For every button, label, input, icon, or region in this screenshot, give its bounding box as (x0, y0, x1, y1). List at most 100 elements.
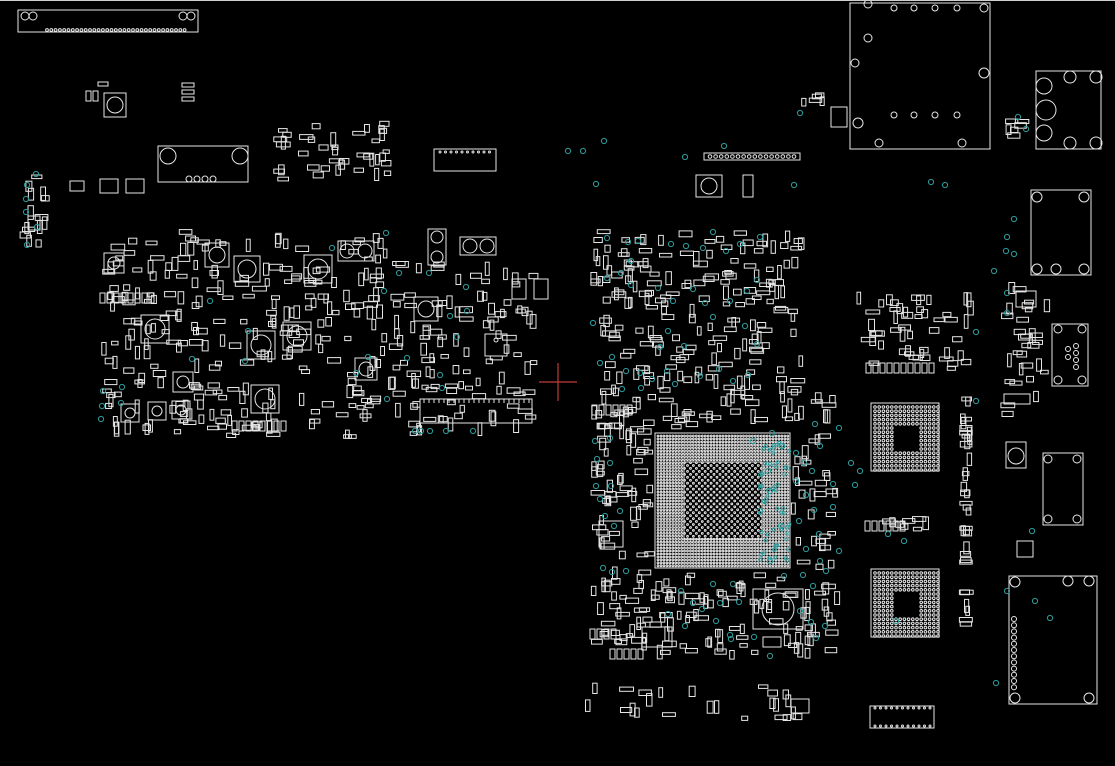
smd-part (340, 240, 346, 251)
inductor-core (358, 361, 374, 377)
connector-usb-right[interactable] (1030, 189, 1092, 276)
smd-part (702, 275, 715, 283)
connector-audio-jack[interactable] (1035, 70, 1103, 150)
bga-ball (695, 526, 698, 529)
smd-part (865, 309, 881, 315)
connector-top-left[interactable] (17, 9, 199, 33)
bga-ball (730, 461, 734, 465)
smd-part (171, 256, 179, 271)
component-crystal-center[interactable] (695, 106, 848, 198)
bga-ball (919, 625, 924, 630)
component-crystal-top[interactable] (97, 81, 127, 118)
smd-part (482, 320, 490, 329)
bga-ball (683, 558, 686, 562)
bga-ball (765, 475, 769, 479)
via (775, 460, 780, 465)
bga-ball (756, 517, 760, 520)
bga-ball (689, 458, 692, 462)
bga-ball (700, 546, 704, 550)
bga-ball (671, 502, 675, 506)
via (807, 618, 815, 626)
smd-part (283, 306, 290, 321)
smd-part (529, 314, 537, 329)
bga-ball (683, 467, 686, 470)
bga-ball (712, 546, 716, 550)
bga-ball (733, 464, 737, 467)
bga-ball (906, 588, 911, 592)
bga-ball (686, 475, 689, 479)
component-resistor-array-left[interactable] (85, 82, 195, 102)
bga-ball (877, 426, 882, 430)
bga-ball (692, 540, 695, 544)
smd-part (716, 643, 724, 652)
bga-ball (786, 461, 790, 465)
chip-cpu-bga[interactable] (654, 432, 791, 569)
bga-ball (674, 505, 678, 509)
bga-ball (727, 534, 731, 538)
bga-ball (715, 511, 719, 515)
component-large-left-cluster[interactable] (337, 228, 549, 424)
bga-ball (674, 540, 678, 544)
smd-part (736, 635, 749, 640)
bga-ball (656, 543, 660, 547)
component-ic-soic-top[interactable] (433, 148, 497, 172)
bga-ball (923, 600, 928, 605)
bga-ball (656, 514, 660, 517)
bga-ball (721, 552, 725, 556)
smd-part (1007, 132, 1021, 139)
connector-dsub-right[interactable] (1051, 323, 1089, 387)
bga-ball (706, 526, 710, 529)
smd-part (944, 316, 958, 323)
bga-ball (762, 564, 766, 568)
connector-hdmi-right[interactable] (1005, 441, 1084, 526)
crosshair-cursor-icon[interactable] (539, 363, 577, 401)
smd-part (790, 706, 796, 720)
bga-ball (742, 555, 745, 559)
smd-part (280, 324, 293, 332)
smd-part (731, 389, 746, 396)
bga-ball (697, 493, 701, 497)
bga-ball (915, 617, 919, 622)
bga-ball (674, 517, 678, 520)
smd-part (463, 347, 470, 357)
header-pin (741, 154, 746, 159)
bga-ball (915, 625, 919, 630)
bga-ball (674, 490, 678, 494)
bga-ball (751, 434, 754, 438)
smd-part (506, 403, 520, 409)
component-inductors-left[interactable] (103, 242, 439, 423)
bga-ball (751, 481, 754, 485)
bga-ball (877, 600, 882, 605)
bga-ball (742, 540, 745, 544)
bga-ball (754, 508, 757, 512)
connector-large-bottom-right[interactable] (1008, 575, 1098, 705)
resistor-array-element (238, 420, 245, 432)
bga-ball (902, 579, 907, 584)
bga-ball (668, 537, 672, 541)
connector-shield-top-right[interactable] (849, 1, 991, 150)
smd-part (629, 702, 636, 717)
smd-part (801, 445, 809, 460)
bga-ball (932, 447, 936, 451)
bga-ball (671, 446, 675, 450)
bga-ball (881, 609, 886, 613)
bga-ball (665, 449, 669, 453)
connector-header-top-center[interactable] (703, 152, 801, 161)
connector-pin (1011, 628, 1017, 635)
bga-ball (923, 579, 928, 584)
bga-ball (768, 478, 772, 482)
bga-ball (668, 499, 672, 503)
bga-ball (739, 558, 742, 562)
bga-ball (736, 467, 739, 470)
component-jack-left[interactable] (157, 145, 249, 183)
bga-ball (727, 437, 731, 441)
smd-part (145, 324, 151, 335)
bga-ball (885, 438, 890, 443)
bga-ball (877, 575, 882, 580)
bga-ball (727, 455, 731, 459)
smd-part (952, 336, 963, 343)
smd-part (206, 287, 221, 293)
smd-part (375, 281, 385, 288)
